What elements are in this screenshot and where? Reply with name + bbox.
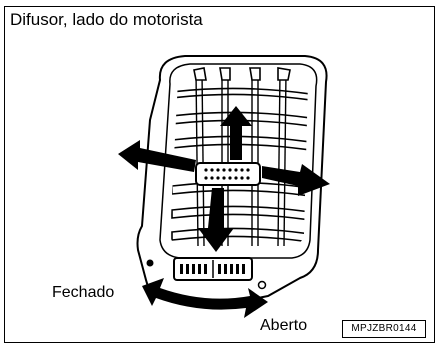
vent-housing [136, 55, 328, 301]
arrow-up-icon [220, 106, 252, 160]
shutoff-thumbwheel[interactable] [173, 257, 253, 281]
double-arrow-icon [142, 278, 268, 318]
arrow-left-icon [118, 140, 196, 172]
adjustment-knob[interactable] [195, 162, 261, 186]
label-closed: Fechado [52, 284, 115, 301]
figure-code: MPJZBR0144 [342, 320, 426, 338]
housing-screw-left [146, 259, 154, 267]
housing-screw-right [257, 280, 267, 290]
label-open: Aberto [260, 317, 308, 334]
diagram-title: Difusor, lado do motorista [10, 10, 203, 29]
vent-vanes [195, 71, 287, 246]
vent-vane-tips [193, 67, 291, 81]
arrow-down-icon [198, 188, 234, 252]
arrow-right-icon [262, 164, 330, 196]
